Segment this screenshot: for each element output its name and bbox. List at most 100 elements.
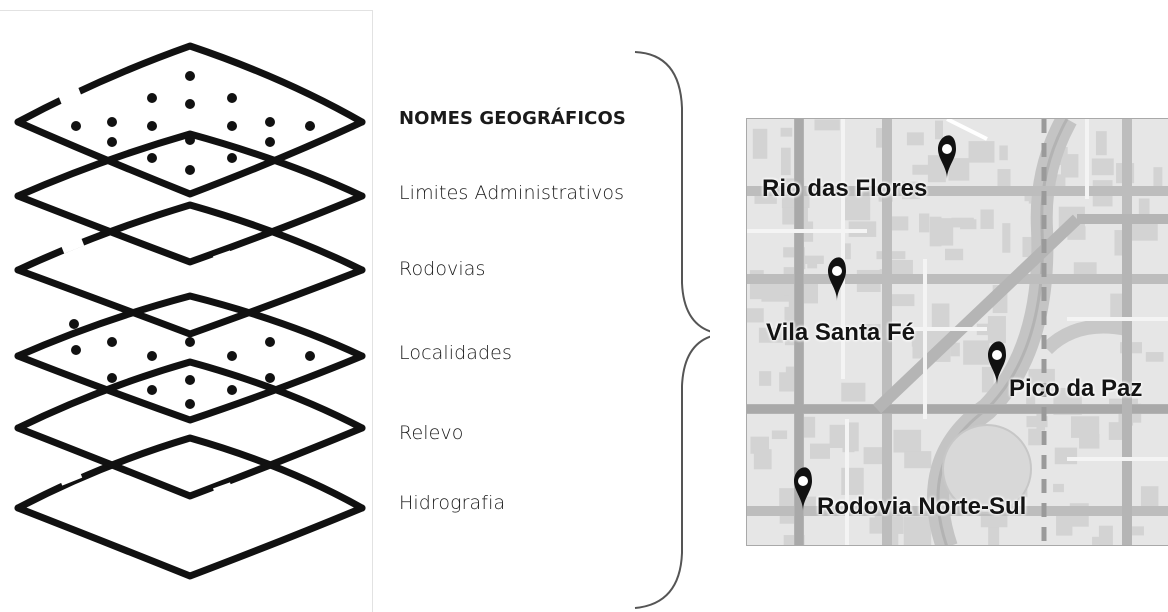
stack-layer-4 — [14, 292, 366, 424]
map-building — [771, 430, 788, 440]
map-building — [809, 443, 831, 459]
map-building — [889, 529, 899, 545]
stack-dot — [265, 373, 275, 383]
map-building — [759, 371, 772, 386]
place-label-pico-da-paz: Pico da Paz — [1009, 375, 1143, 402]
map-building — [1114, 230, 1126, 256]
place-label-rodovia-norte-sul: Rodovia Norte-Sul — [817, 493, 1027, 520]
map-building — [841, 243, 851, 260]
map-building — [988, 524, 1000, 545]
stack-dot — [265, 137, 275, 147]
map-building — [968, 141, 995, 163]
map-building — [960, 219, 977, 230]
map-building — [997, 169, 1011, 190]
map-building — [950, 342, 960, 357]
map-building — [903, 516, 932, 545]
map-building — [1070, 416, 1100, 438]
map-building — [1028, 428, 1041, 446]
layer-label-limites-administrativos: Limites Administrativos — [399, 182, 625, 204]
map-building — [987, 316, 1006, 344]
map-building — [944, 248, 964, 261]
stack-dot — [107, 337, 117, 347]
place-label-vila-santa-fe: Vila Santa Fé — [766, 319, 915, 346]
stack-dot — [185, 165, 195, 175]
map-building — [1036, 410, 1046, 431]
map-building — [1095, 131, 1107, 156]
map-pins — [794, 135, 1006, 511]
map-building — [948, 158, 970, 181]
map-building — [1026, 390, 1036, 408]
stack-layer-5 — [14, 358, 366, 500]
stack-dots — [69, 71, 315, 409]
map-building — [841, 382, 866, 402]
map-building — [814, 119, 840, 131]
map-preview: Rio das Flores Vila Santa Fé Pico da Paz… — [746, 118, 1168, 546]
stack-dot — [305, 351, 315, 361]
map-building — [981, 366, 994, 393]
stack-dot — [107, 137, 117, 147]
map-building — [888, 216, 909, 231]
map-building — [1054, 447, 1078, 465]
stack-layer-2 — [14, 130, 366, 266]
map-building — [918, 213, 930, 233]
map-building — [747, 308, 764, 323]
map-building — [754, 195, 777, 204]
map-building — [1053, 483, 1064, 493]
map-pin-icon — [938, 135, 956, 179]
map-building — [931, 303, 950, 330]
map-building — [939, 218, 954, 246]
layer-stack-panel — [0, 10, 373, 612]
map-building — [779, 488, 797, 508]
stack-dot — [147, 385, 157, 395]
map-building — [1145, 352, 1164, 362]
stack-dot — [305, 121, 315, 131]
stack-dot — [227, 121, 237, 131]
map-building — [1091, 158, 1114, 176]
map-building — [859, 324, 872, 336]
map-building — [779, 372, 795, 392]
stack-dot — [147, 121, 157, 131]
map-building — [980, 209, 994, 229]
map-building — [780, 127, 793, 137]
stack-dot — [227, 153, 237, 163]
map-building — [1002, 223, 1011, 253]
map-pin-icon — [988, 341, 1006, 385]
map-building — [1153, 167, 1163, 193]
place-label-rio-das-flores: Rio das Flores — [762, 175, 928, 202]
map-building — [888, 294, 915, 307]
map-building — [927, 155, 946, 183]
map-building — [1079, 434, 1100, 449]
map-building — [934, 120, 944, 140]
map-building — [1132, 526, 1144, 536]
stack-dot — [147, 351, 157, 361]
map-pin-icon — [794, 467, 812, 511]
stack-layer-3 — [14, 201, 366, 338]
layer-label-localidades: Localidades — [399, 342, 512, 364]
layer-stack-illustration — [14, 42, 366, 580]
stack-dot — [227, 351, 237, 361]
stack-dot — [185, 399, 195, 409]
layer-label-hidrografia: Hidrografia — [399, 492, 506, 514]
stack-layer-6 — [14, 434, 366, 580]
map-building — [893, 429, 922, 453]
stack-dot — [265, 117, 275, 127]
stack-dot — [147, 153, 157, 163]
map-building — [1073, 262, 1097, 277]
stack-dot — [265, 337, 275, 347]
stack-dot — [107, 117, 117, 127]
stack-dot — [107, 373, 117, 383]
layer-label-nomes-geograficos: NOMES GEOGRÁFICOS — [399, 108, 626, 129]
stack-dot — [185, 375, 195, 385]
stack-dot — [227, 93, 237, 103]
layer-label-relevo: Relevo — [399, 422, 464, 444]
stack-dot — [185, 337, 195, 347]
map-building — [753, 449, 772, 470]
map-building — [780, 147, 791, 176]
map-building — [1138, 198, 1150, 217]
map-building — [841, 467, 864, 495]
stack-dot — [185, 135, 195, 145]
map-building — [912, 164, 935, 175]
layer-label-rodovias: Rodovias — [399, 258, 486, 280]
map-building — [904, 451, 932, 469]
stack-dot — [71, 345, 81, 355]
